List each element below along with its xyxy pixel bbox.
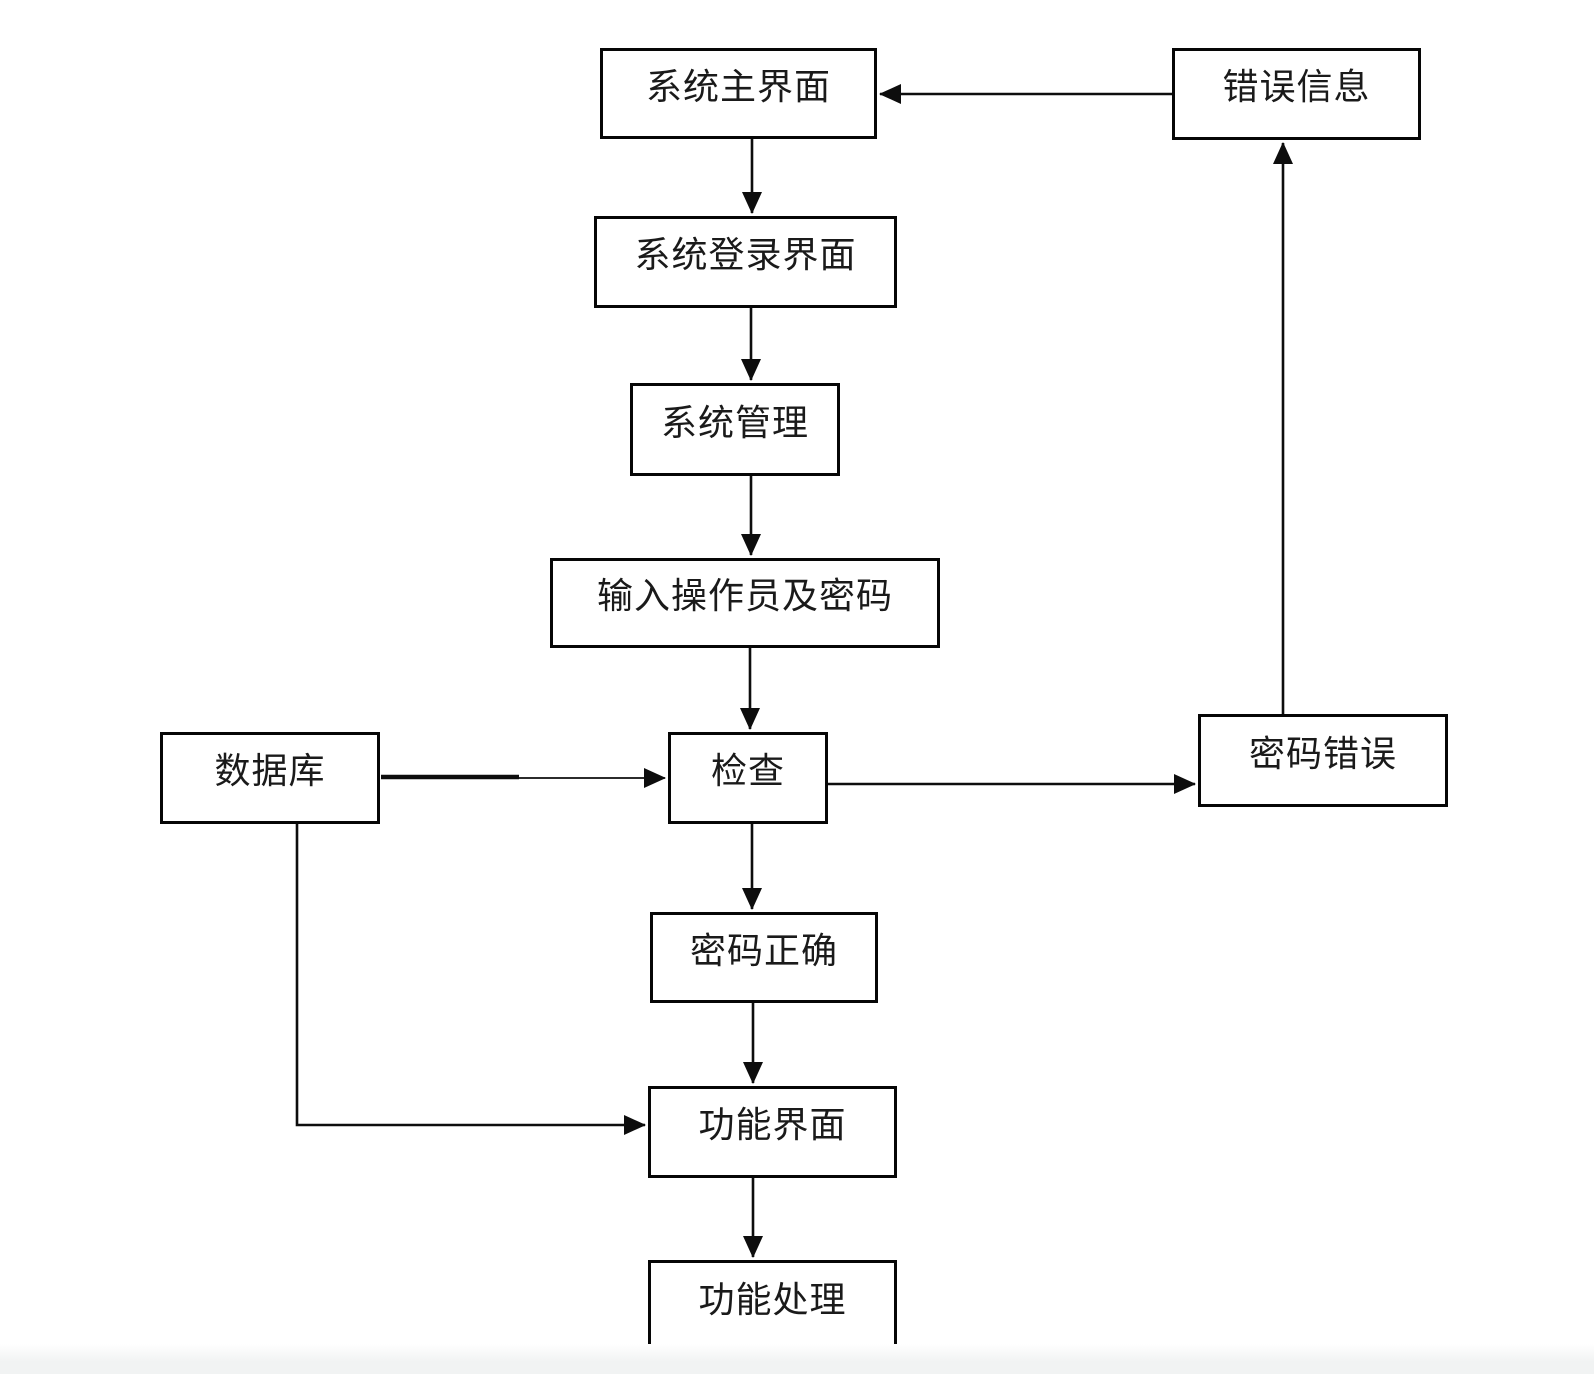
node-label-password-correct: 密码正确 — [689, 930, 838, 972]
flow-node-password-correct: 密码正确 — [650, 912, 878, 1003]
flow-node-system-login: 系统登录界面 — [594, 216, 897, 308]
flow-node-password-wrong: 密码错误 — [1198, 714, 1448, 807]
node-label-password-wrong: 密码错误 — [1248, 733, 1397, 775]
node-label-system-main: 系统主界面 — [645, 66, 831, 108]
edge-database-to-function-ui — [295, 824, 646, 1135]
node-label-check: 检查 — [710, 751, 785, 792]
flow-node-function-ui: 功能界面 — [648, 1086, 897, 1178]
flow-node-function-process: 功能处理 — [648, 1260, 897, 1353]
flow-node-input-operator: 输入操作员及密码 — [550, 558, 940, 648]
node-label-input-operator: 输入操作员及密码 — [596, 576, 893, 617]
node-label-error-info: 错误信息 — [1222, 67, 1371, 108]
window-bottom-edge — [0, 1344, 1594, 1374]
flow-node-system-main: 系统主界面 — [600, 48, 877, 139]
node-label-system-login: 系统登录界面 — [634, 235, 857, 276]
flow-node-check: 检查 — [668, 732, 828, 824]
flow-node-database: 数据库 — [160, 732, 380, 824]
node-label-function-process: 功能处理 — [698, 1279, 847, 1321]
flow-node-error-info: 错误信息 — [1172, 48, 1421, 140]
node-label-system-admin: 系统管理 — [660, 402, 809, 444]
node-label-function-ui: 功能界面 — [698, 1105, 847, 1146]
node-label-database: 数据库 — [214, 751, 326, 792]
flow-node-system-admin: 系统管理 — [630, 383, 840, 476]
